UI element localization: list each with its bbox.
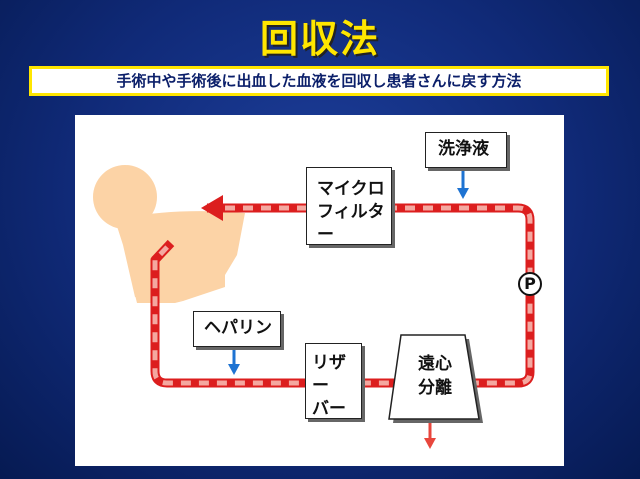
- centrifuge-label-1: 遠心: [418, 354, 452, 374]
- centrifuge-bowl: [388, 334, 480, 420]
- patient-head: [93, 165, 157, 229]
- centrifuge-label: 遠心 分離: [408, 353, 462, 401]
- micro-filter-label-2: フィルター: [317, 201, 385, 245]
- wash-arrow: [457, 169, 469, 199]
- patient-body: [115, 211, 245, 301]
- reservoir-label-1: リザー: [312, 353, 346, 396]
- heparin-box: ヘパリン: [193, 311, 281, 347]
- centrifuge-label-2: 分離: [418, 377, 452, 398]
- diagram-panel: マイクロ フィルター 洗浄液 ヘパリン リザー バー 遠心 分離 P: [75, 115, 564, 466]
- page-title: 回収法: [259, 17, 380, 61]
- micro-filter-label-1: マイクロ: [317, 179, 385, 199]
- heparin-label: ヘパリン: [204, 318, 272, 338]
- circuit-diagram: [93, 165, 535, 449]
- heparin-arrow: [228, 347, 240, 375]
- return-arrow-head: [201, 195, 223, 221]
- micro-filter-box: マイクロ フィルター: [306, 167, 392, 245]
- waste-arrow: [424, 421, 436, 449]
- page-subtitle: 手術中や手術後に出血した血液を回収し患者さんに戻す方法: [29, 66, 609, 96]
- patient-figure: [93, 165, 245, 303]
- pump-icon: P: [518, 272, 542, 296]
- wash-fluid-label: 洗浄液: [438, 139, 489, 159]
- tubing-loop-pattern: [152, 205, 533, 386]
- wash-fluid-box: 洗浄液: [425, 132, 507, 168]
- reservoir-box: リザー バー: [305, 343, 362, 419]
- reservoir-label-2: バー: [312, 398, 346, 419]
